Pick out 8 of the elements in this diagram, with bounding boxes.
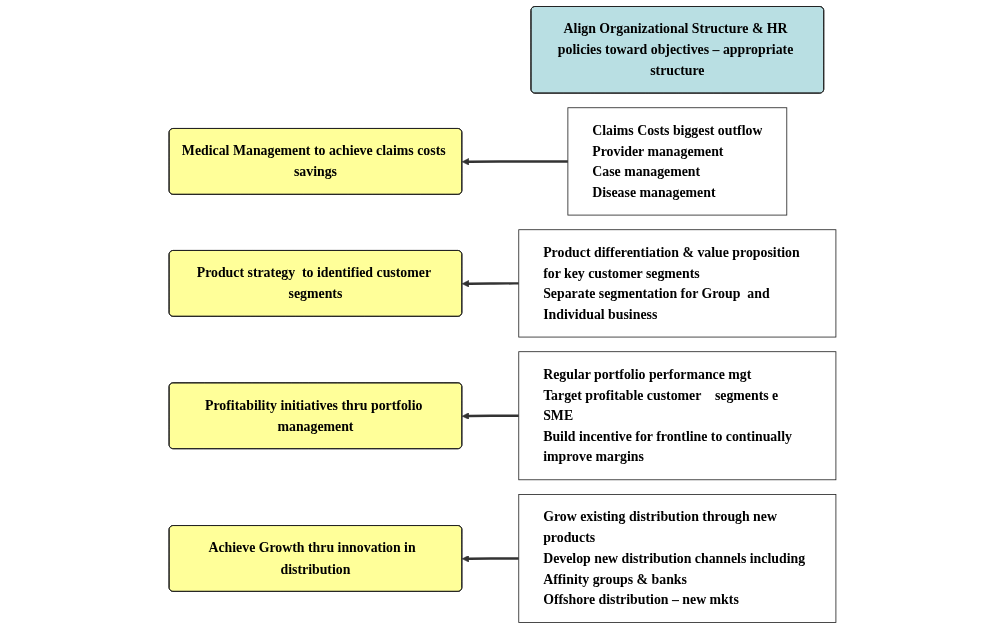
arrow — [461, 280, 519, 288]
node-box: Product differentiation & value proposition for key customer segments Separate segmentation for Group and Individual business — [518, 229, 837, 338]
arrow — [461, 412, 519, 420]
node-box: Grow existing distribution through new products Develop new distribution channels including Affinity groups & banks Offshore distribution – new mkts — [518, 494, 837, 623]
arrow — [461, 555, 519, 563]
arrow — [461, 158, 568, 166]
node-box: Regular portfolio performance mgt Target profitable customer segments e SME Build incentive for frontline to continually improve margins — [518, 351, 837, 481]
node-box: Claims Costs biggest outflow Provider management Case management Disease management — [567, 107, 788, 216]
